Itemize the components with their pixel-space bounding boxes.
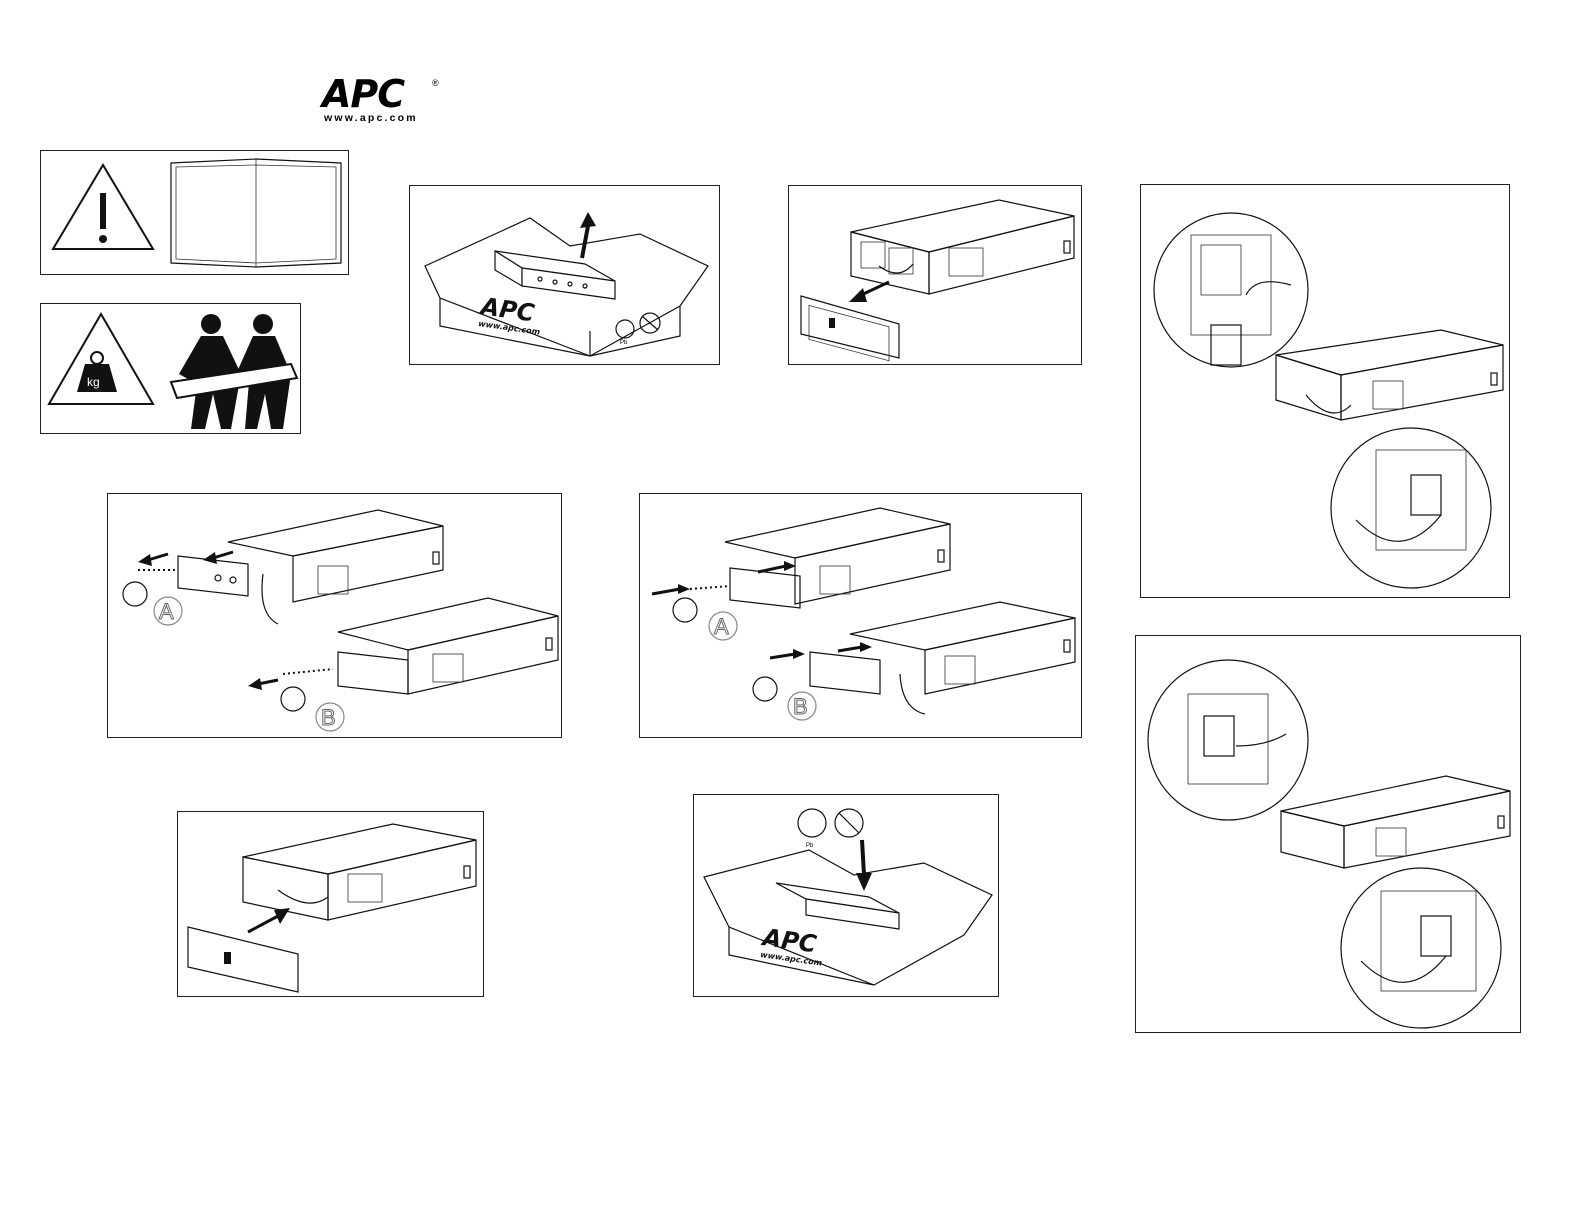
ups-unit-a [724, 507, 951, 609]
recycle-icon [797, 808, 827, 838]
two-person-lift-icon [169, 314, 299, 429]
up-arrow-icon [580, 212, 596, 259]
zoom-circle-top [1153, 212, 1309, 368]
rebox-panel: Pb APC www.apc.com [693, 794, 999, 997]
unbox-panel: APC www.apc.com Pb [409, 185, 720, 365]
registered-mark: ® [432, 78, 439, 88]
logo-text: APC [322, 72, 405, 116]
open-manual-icon [170, 158, 342, 268]
zoom-circle-top [1147, 659, 1309, 821]
apc-logo: APC ® www.apc.com [322, 74, 452, 124]
logo-url: www.apc.com [324, 112, 418, 124]
rebox-illustration: Pb APC www.apc.com [703, 808, 993, 986]
pb-mark: Pb [806, 843, 814, 849]
label-b: B [793, 694, 808, 719]
install-battery-illustration: A B [651, 507, 1076, 721]
bezel-arrow-icon [247, 908, 290, 934]
no-trash-bin-icon [834, 808, 864, 838]
connect-battery-panel-top [1140, 184, 1510, 598]
remove-battery-panel: A B [107, 493, 562, 738]
ups-unit-b [809, 601, 1076, 695]
ups-unit-b [337, 597, 559, 695]
ups-unit-lifted [494, 249, 616, 300]
screw-icon [122, 581, 148, 607]
remove-battery-illustration: A B [122, 509, 559, 732]
reinstall-bezel-illustration [187, 823, 477, 993]
reinstall-bezel-panel [177, 811, 484, 997]
zoom-circle-bottom [1330, 427, 1492, 589]
connect-battery-panel-bottom [1135, 635, 1521, 1033]
warning-triangle-icon [51, 163, 155, 250]
connector-detail-illustration [1153, 212, 1504, 589]
remove-bezel-illustration [800, 199, 1075, 362]
label-b: B [321, 705, 336, 730]
lift-illustration: kg [47, 312, 299, 429]
recycle-icon [615, 319, 635, 339]
ups-unit-a [177, 509, 444, 603]
front-bezel [800, 295, 900, 362]
front-bezel [187, 926, 299, 993]
install-battery-panel: A B [639, 493, 1082, 738]
no-trash-bin-icon [639, 312, 661, 334]
bezel-arrow-icon [849, 280, 890, 302]
unbox-illustration: APC www.apc.com Pb [424, 212, 709, 357]
connector-detail-illustration [1147, 659, 1511, 1029]
label-a: A [159, 599, 174, 624]
label-a: A [714, 614, 729, 639]
heavy-weight-icon: kg [47, 312, 155, 405]
zoom-circle-bottom [1340, 867, 1502, 1029]
arrow-left-icon [138, 550, 234, 566]
two-person-lift-panel: kg [40, 303, 301, 434]
pb-mark: Pb [620, 340, 628, 346]
down-arrow-icon [856, 839, 872, 891]
read-manual-illustration [51, 158, 342, 268]
svg-text:kg: kg [87, 375, 100, 389]
remove-bezel-panel [788, 185, 1082, 365]
read-manual-panel [40, 150, 349, 275]
